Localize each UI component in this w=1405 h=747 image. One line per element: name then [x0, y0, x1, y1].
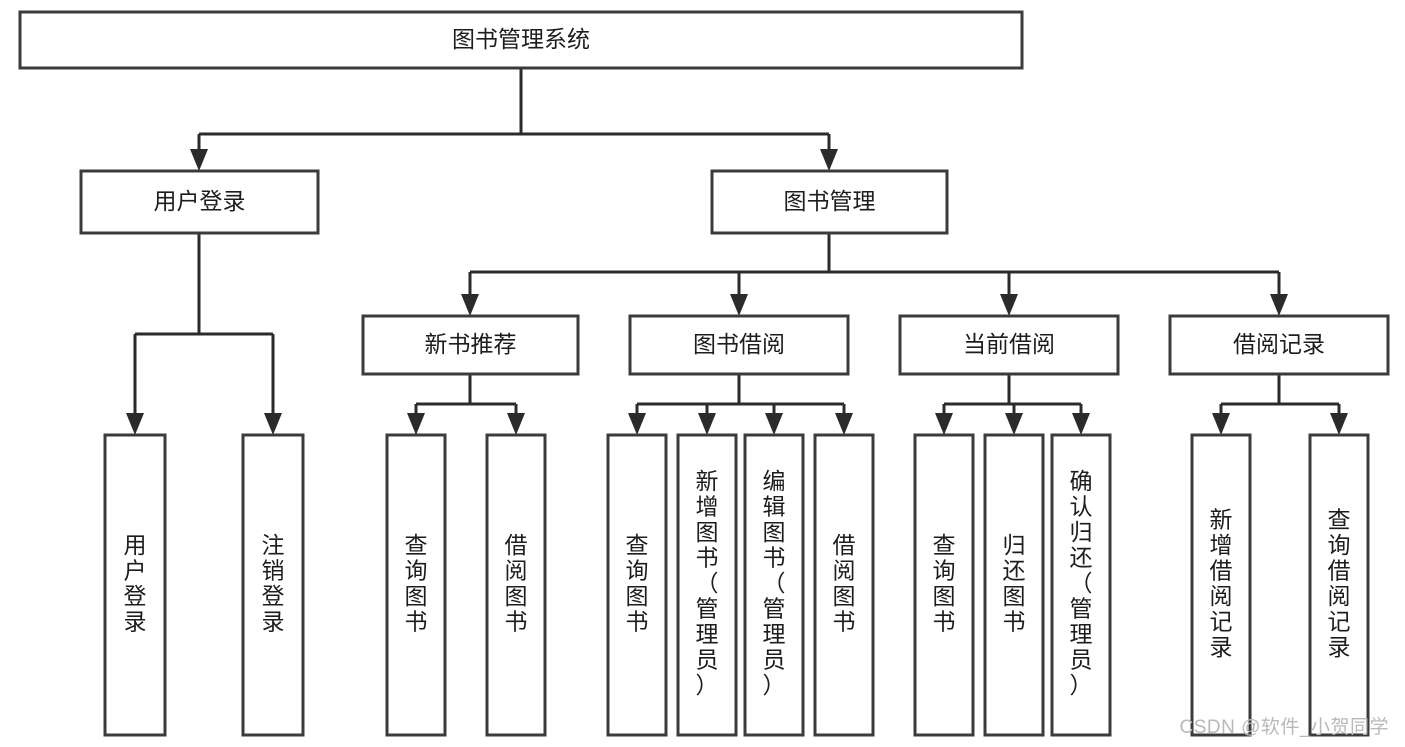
node-label: 用户登录: [124, 532, 147, 635]
connector-group-current-borrow-to-leaves: [935, 374, 1090, 435]
node-label: 图书管理: [784, 188, 876, 214]
arrow-head-icon: [698, 413, 716, 435]
node-leaf-12[interactable]: 查询借阅记录: [1308, 433, 1370, 737]
node-leaf-7[interactable]: 借阅图书: [813, 433, 875, 737]
node-box[interactable]: [1308, 433, 1370, 737]
arrow-head-icon: [461, 294, 479, 316]
node-leaf-11[interactable]: 新增借阅记录: [1190, 433, 1252, 737]
arrow-head-icon: [1000, 294, 1018, 316]
arrow-head-icon: [1072, 413, 1090, 435]
arrow-head-icon: [835, 413, 853, 435]
node-box[interactable]: [743, 433, 805, 737]
node-box[interactable]: [1190, 433, 1252, 737]
arrow-head-icon: [126, 413, 144, 435]
node-leaf-8[interactable]: 查询图书: [913, 433, 975, 737]
arrow-head-icon: [507, 413, 525, 435]
arrow-head-icon: [730, 294, 748, 316]
nodes-layer: 图书管理系统用户登录图书管理新书推荐图书借阅当前借阅借阅记录用户登录注销登录查询…: [18, 10, 1390, 737]
node-box[interactable]: [813, 433, 875, 737]
arrow-head-icon: [935, 413, 953, 435]
node-box[interactable]: [676, 433, 738, 737]
node-level2-2[interactable]: 当前借阅: [898, 314, 1120, 376]
node-box[interactable]: [18, 10, 1024, 70]
node-label: 图书借阅: [693, 331, 785, 357]
node-label: 编辑图书（管理员）: [763, 468, 786, 698]
connector-group-new-book-to-leaves: [407, 374, 525, 435]
node-label: 图书管理系统: [452, 26, 590, 52]
node-label: 查询图书: [405, 532, 428, 635]
node-label: 注销登录: [262, 532, 285, 635]
connectors-layer: [126, 68, 1348, 435]
node-box[interactable]: [983, 433, 1045, 737]
node-leaf-5[interactable]: 新增图书（管理员）: [676, 433, 738, 737]
node-leaf-10[interactable]: 确认归还（管理员）: [1050, 433, 1112, 737]
node-box[interactable]: [898, 314, 1120, 376]
node-label: 用户登录: [154, 188, 246, 214]
node-level2-1[interactable]: 图书借阅: [628, 314, 850, 376]
node-label: 新增图书（管理员）: [696, 468, 719, 698]
arrow-head-icon: [628, 413, 646, 435]
connector-group-records-to-leaves: [1212, 374, 1348, 435]
node-label: 借阅图书: [833, 532, 856, 635]
node-label: 借阅图书: [505, 532, 528, 635]
node-level2-3[interactable]: 借阅记录: [1168, 314, 1390, 376]
node-box[interactable]: [241, 433, 305, 737]
arrow-head-icon: [190, 149, 208, 171]
node-label: 确认归还（管理员）: [1070, 468, 1093, 698]
node-box[interactable]: [1168, 314, 1390, 376]
node-box[interactable]: [103, 433, 167, 737]
connector-group-book-manage-to-level2: [461, 233, 1288, 316]
node-leaf-3[interactable]: 借阅图书: [485, 433, 547, 737]
node-box[interactable]: [606, 433, 668, 737]
arrow-head-icon: [1005, 413, 1023, 435]
connector-group-user-login-to-leaves: [126, 233, 282, 435]
node-level1-1[interactable]: 图书管理: [710, 169, 949, 235]
node-label: 查询图书: [933, 532, 956, 635]
node-leaf-0[interactable]: 用户登录: [103, 433, 167, 737]
node-root-0[interactable]: 图书管理系统: [18, 10, 1024, 70]
node-leaf-2[interactable]: 查询图书: [385, 433, 447, 737]
connector-group-borrow-to-leaves: [628, 374, 853, 435]
node-level2-0[interactable]: 新书推荐: [361, 314, 580, 376]
node-box[interactable]: [385, 433, 447, 737]
node-label: 借阅记录: [1233, 331, 1325, 357]
node-box[interactable]: [1050, 433, 1112, 737]
node-level1-0[interactable]: 用户登录: [79, 169, 320, 235]
node-label: 查询图书: [626, 532, 649, 635]
node-leaf-1[interactable]: 注销登录: [241, 433, 305, 737]
connector-group-root-to-level1: [190, 68, 838, 171]
node-label: 当前借阅: [963, 331, 1055, 357]
node-label: 归还图书: [1003, 532, 1026, 635]
node-box[interactable]: [913, 433, 975, 737]
node-label: 查询借阅记录: [1328, 506, 1351, 660]
node-label: 新增借阅记录: [1210, 506, 1233, 660]
node-box[interactable]: [485, 433, 547, 737]
node-label: 新书推荐: [425, 331, 517, 357]
node-box[interactable]: [710, 169, 949, 235]
node-box[interactable]: [628, 314, 850, 376]
arrow-head-icon: [1270, 294, 1288, 316]
node-box[interactable]: [361, 314, 580, 376]
node-leaf-4[interactable]: 查询图书: [606, 433, 668, 737]
node-box[interactable]: [79, 169, 320, 235]
arrow-head-icon: [264, 413, 282, 435]
arrow-head-icon: [1212, 413, 1230, 435]
arrow-head-icon: [820, 149, 838, 171]
node-leaf-9[interactable]: 归还图书: [983, 433, 1045, 737]
arrow-head-icon: [407, 413, 425, 435]
arrow-head-icon: [765, 413, 783, 435]
arrow-head-icon: [1330, 413, 1348, 435]
node-leaf-6[interactable]: 编辑图书（管理员）: [743, 433, 805, 737]
